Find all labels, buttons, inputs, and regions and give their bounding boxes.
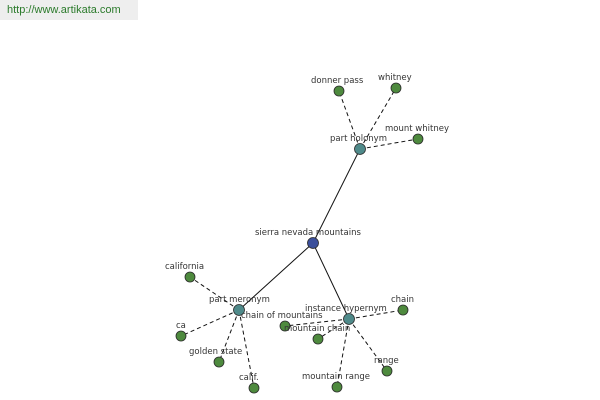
- node-label-holonym: part holonym: [330, 134, 387, 144]
- node-label-chain: chain: [391, 295, 414, 305]
- edge-meronym-calif: [189, 276, 240, 311]
- leaf-node-chain[interactable]: [397, 304, 409, 316]
- edge-root-hypernym: [312, 242, 350, 320]
- leaf-node-golden[interactable]: [213, 356, 225, 368]
- leaf-node-califabbr[interactable]: [248, 382, 260, 394]
- leaf-node-whitney[interactable]: [390, 82, 402, 94]
- edge-meronym-califabbr: [238, 309, 255, 389]
- node-label-calif: california: [165, 262, 204, 272]
- edge-root-meronym: [238, 242, 314, 311]
- node-label-mwhitney: mount whitney: [385, 124, 449, 134]
- source-banner: http://www.artikata.com: [0, 0, 138, 20]
- graph-labels: sierra nevada mountains part holonym part …: [165, 73, 449, 383]
- source-link[interactable]: http://www.artikata.com: [7, 4, 121, 16]
- node-label-golden: golden state: [189, 347, 242, 357]
- relation-node-holonym[interactable]: [354, 143, 366, 155]
- node-label-hypernym: instance hypernym: [305, 304, 387, 314]
- edge-holonym-whitney: [359, 87, 397, 150]
- node-label-mrange: mountain range: [302, 372, 370, 382]
- node-label-root: sierra nevada mountains: [255, 228, 361, 238]
- leaf-node-mrange[interactable]: [331, 381, 343, 393]
- root-node[interactable]: [307, 237, 319, 249]
- node-label-chainmt: chain of mountains: [241, 311, 323, 321]
- edge-hypernym-mchain: [317, 318, 350, 340]
- edge-holonym-donner: [338, 90, 361, 150]
- node-label-whitney: whitney: [378, 73, 412, 83]
- edge-meronym-ca: [180, 309, 240, 337]
- relation-node-meronym[interactable]: [233, 304, 245, 316]
- node-label-califabbr: calif.: [239, 373, 259, 383]
- edge-hypernym-chainmt: [284, 318, 350, 327]
- edge-hypernym-range: [348, 318, 388, 372]
- leaf-node-chainmt[interactable]: [279, 320, 291, 332]
- node-label-donner: donner pass: [311, 76, 364, 86]
- node-label-meronym: part meronym: [209, 295, 270, 305]
- node-label-mchain: mountain chain: [284, 324, 350, 334]
- edge-hypernym-chain: [348, 309, 404, 320]
- node-label-range: range: [374, 356, 399, 366]
- leaf-node-mchain[interactable]: [312, 333, 324, 345]
- edge-holonym-mwhitney: [359, 138, 419, 150]
- edge-hypernym-mrange: [336, 318, 350, 388]
- node-label-ca: ca: [176, 321, 186, 331]
- leaf-node-calif[interactable]: [184, 271, 196, 283]
- leaf-node-ca[interactable]: [175, 330, 187, 342]
- leaf-node-mwhitney[interactable]: [412, 133, 424, 145]
- graph-edges: [180, 87, 419, 389]
- leaf-node-range[interactable]: [381, 365, 393, 377]
- leaf-node-donner[interactable]: [333, 85, 345, 97]
- relation-node-hypernym[interactable]: [343, 313, 355, 325]
- edge-meronym-golden: [218, 309, 240, 363]
- graph-nodes: [175, 82, 424, 394]
- edge-root-holonym: [312, 148, 361, 244]
